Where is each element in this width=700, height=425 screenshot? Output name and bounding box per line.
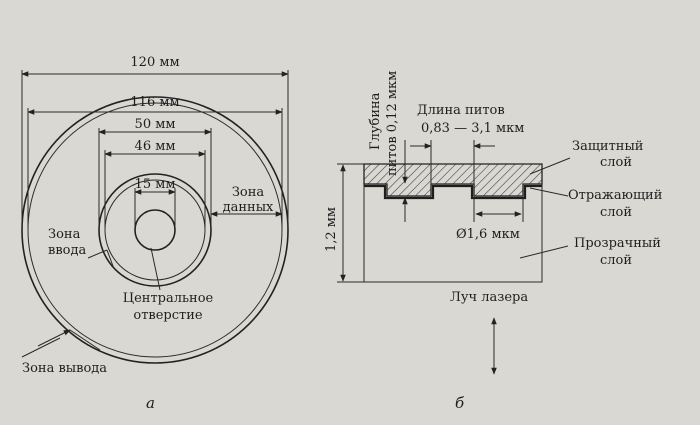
dim-50: 50 мм xyxy=(98,117,212,228)
zone-input-label-2: ввода xyxy=(48,243,86,258)
pit-length-indicator: Длина питов 0,83 — 3,1 мкм xyxy=(410,103,524,184)
data-zone-boundary-inner xyxy=(104,179,206,281)
zone-input-label-1: Зона xyxy=(48,227,81,242)
dim-46-label: 46 мм xyxy=(135,139,176,154)
pit-depth-label-1: Глубина xyxy=(368,92,383,150)
laser-beam: Луч лазера xyxy=(450,290,528,375)
disc-figure: 120 мм 116 мм 50 мм 46 мм 15 мм xyxy=(21,55,289,412)
data-zone-boundary-outer xyxy=(98,173,212,287)
dim-15: 15 мм xyxy=(134,177,176,228)
reflective-label-2: слой xyxy=(600,205,632,220)
dim-116: 116 мм xyxy=(27,95,283,228)
pit-depth-indicator: Глубина питов 0,12 мкм xyxy=(368,71,408,222)
protective-label-1: Защитный xyxy=(572,139,643,154)
pit-length-label-2: 0,83 — 3,1 мкм xyxy=(421,121,524,136)
central-hole-callout: Центральное отверстие xyxy=(123,247,214,323)
protective-callout: Защитный слой xyxy=(529,139,643,175)
dim-120: 120 мм xyxy=(21,55,289,228)
caption-b: б xyxy=(455,394,465,412)
dim-15-label: 15 мм xyxy=(135,177,176,192)
pit-depth-label-2: питов 0,12 мкм xyxy=(385,71,400,176)
caption-a: а xyxy=(146,394,155,412)
transparent-label-1: Прозрачный xyxy=(574,236,661,251)
laser-label: Луч лазера xyxy=(450,290,528,305)
reflective-layer xyxy=(364,184,542,200)
thickness-indicator: 1,2 мм xyxy=(324,163,358,283)
beam-width-label: Ø1,6 мкм xyxy=(456,227,520,242)
zone-output-label: Зона вывода xyxy=(22,361,107,376)
disc-outer-edge xyxy=(21,96,289,364)
central-hole xyxy=(134,209,176,251)
zone-data-label-1: Зона xyxy=(232,185,265,200)
dim-50-label: 50 мм xyxy=(135,117,176,132)
input-zone-callout: Зона ввода xyxy=(48,227,114,267)
thickness-label: 1,2 мм xyxy=(324,207,339,252)
cross-section-figure: Глубина питов 0,12 мкм Длина питов 0,83 … xyxy=(324,71,662,412)
protective-label-2: слой xyxy=(600,155,632,170)
dim-120-label: 120 мм xyxy=(130,55,179,70)
dim-116-label: 116 мм xyxy=(130,95,179,110)
dim-46: 46 мм xyxy=(104,139,206,228)
reflective-label-1: Отражающий xyxy=(568,188,662,203)
data-zone-callout: Зона данных xyxy=(210,185,283,217)
beam-width-indicator: Ø1,6 мкм xyxy=(456,198,524,242)
center-hole-label-2: отверстие xyxy=(133,308,202,323)
transparent-label-2: слой xyxy=(600,253,632,268)
disc-outer-edge-inner xyxy=(27,102,283,358)
zone-data-label-2: данных xyxy=(223,200,274,215)
output-zone-callout: Зона вывода xyxy=(21,329,107,376)
center-hole-label-1: Центральное xyxy=(123,291,214,306)
reflective-callout: Отражающий слой xyxy=(529,187,662,220)
pit-length-label-1: Длина питов xyxy=(417,103,505,118)
transparent-callout: Прозрачный слой xyxy=(519,236,661,268)
